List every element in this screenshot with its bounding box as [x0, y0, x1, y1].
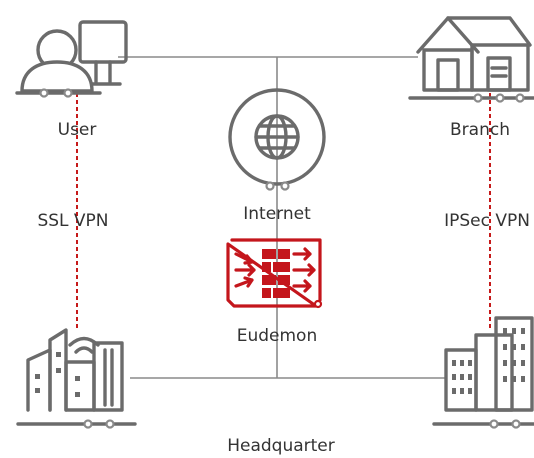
internet-label: Internet — [243, 204, 311, 224]
firewall-icon — [226, 238, 323, 309]
headquarter-label: Headquarter — [227, 436, 335, 456]
user-label: User — [58, 120, 97, 140]
branch-label: Branch — [450, 120, 510, 140]
house-icon — [408, 16, 534, 103]
user-computer-icon — [15, 20, 128, 98]
city-buildings-icon — [16, 328, 137, 429]
globe-icon — [228, 88, 326, 191]
eudemon-label: Eudemon — [237, 326, 318, 346]
office-towers-icon — [432, 316, 534, 429]
ssl-vpn-label: SSL VPN — [37, 211, 108, 231]
connection-lines — [118, 56, 446, 379]
ipsec-vpn-label: IPSec VPN — [444, 211, 530, 231]
